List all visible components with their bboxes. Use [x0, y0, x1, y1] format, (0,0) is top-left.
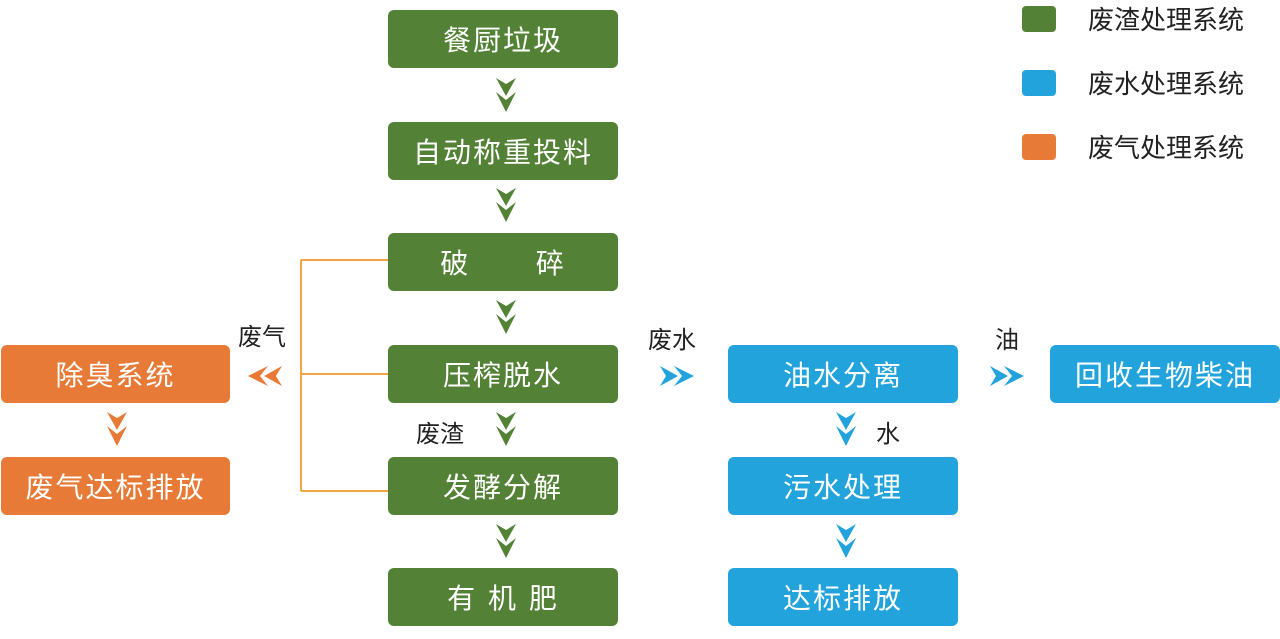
- node-crush: 破 碎: [388, 233, 618, 291]
- label-waste-water: 废水: [648, 326, 696, 354]
- node-weigh-feed: 自动称重投料: [388, 122, 618, 180]
- gas-collector-lines: [300, 259, 388, 492]
- arrow-down-icon: [496, 300, 516, 334]
- legend-swatch-water: [1022, 70, 1056, 96]
- legend-swatch-waste: [1022, 6, 1056, 32]
- arrow-right-icon: [990, 366, 1024, 386]
- arrow-down-icon: [496, 188, 516, 222]
- legend-swatch-gas: [1022, 134, 1056, 160]
- node-fertilizer: 有 机 肥: [388, 568, 618, 626]
- label-oil: 油: [995, 326, 1019, 354]
- arrow-left-icon: [248, 366, 282, 386]
- arrow-down-icon: [107, 412, 127, 446]
- label-residue: 废渣: [416, 420, 464, 448]
- node-kitchen-waste: 餐厨垃圾: [388, 10, 618, 68]
- node-oil-water-separation: 油水分离: [728, 345, 958, 403]
- arrow-down-icon: [496, 78, 516, 112]
- node-water-discharge: 达标排放: [728, 568, 958, 626]
- node-deodor: 除臭系统: [1, 345, 230, 403]
- node-ferment: 发酵分解: [388, 457, 618, 515]
- arrow-right-icon: [660, 366, 694, 386]
- node-biodiesel: 回收生物柴油: [1050, 345, 1280, 403]
- arrow-down-icon: [836, 412, 856, 446]
- arrow-down-icon: [836, 524, 856, 558]
- node-sewage-treatment: 污水处理: [728, 457, 958, 515]
- arrow-down-icon: [496, 524, 516, 558]
- node-gas-discharge: 废气达标排放: [1, 457, 230, 515]
- arrow-down-icon: [496, 412, 516, 446]
- node-press: 压榨脱水: [388, 345, 618, 403]
- label-water: 水: [876, 420, 900, 448]
- legend-label-water: 废水处理系统: [1088, 70, 1245, 100]
- legend-label-waste: 废渣处理系统: [1088, 6, 1245, 36]
- label-waste-gas: 废气: [238, 323, 286, 351]
- legend-label-gas: 废气处理系统: [1088, 134, 1245, 164]
